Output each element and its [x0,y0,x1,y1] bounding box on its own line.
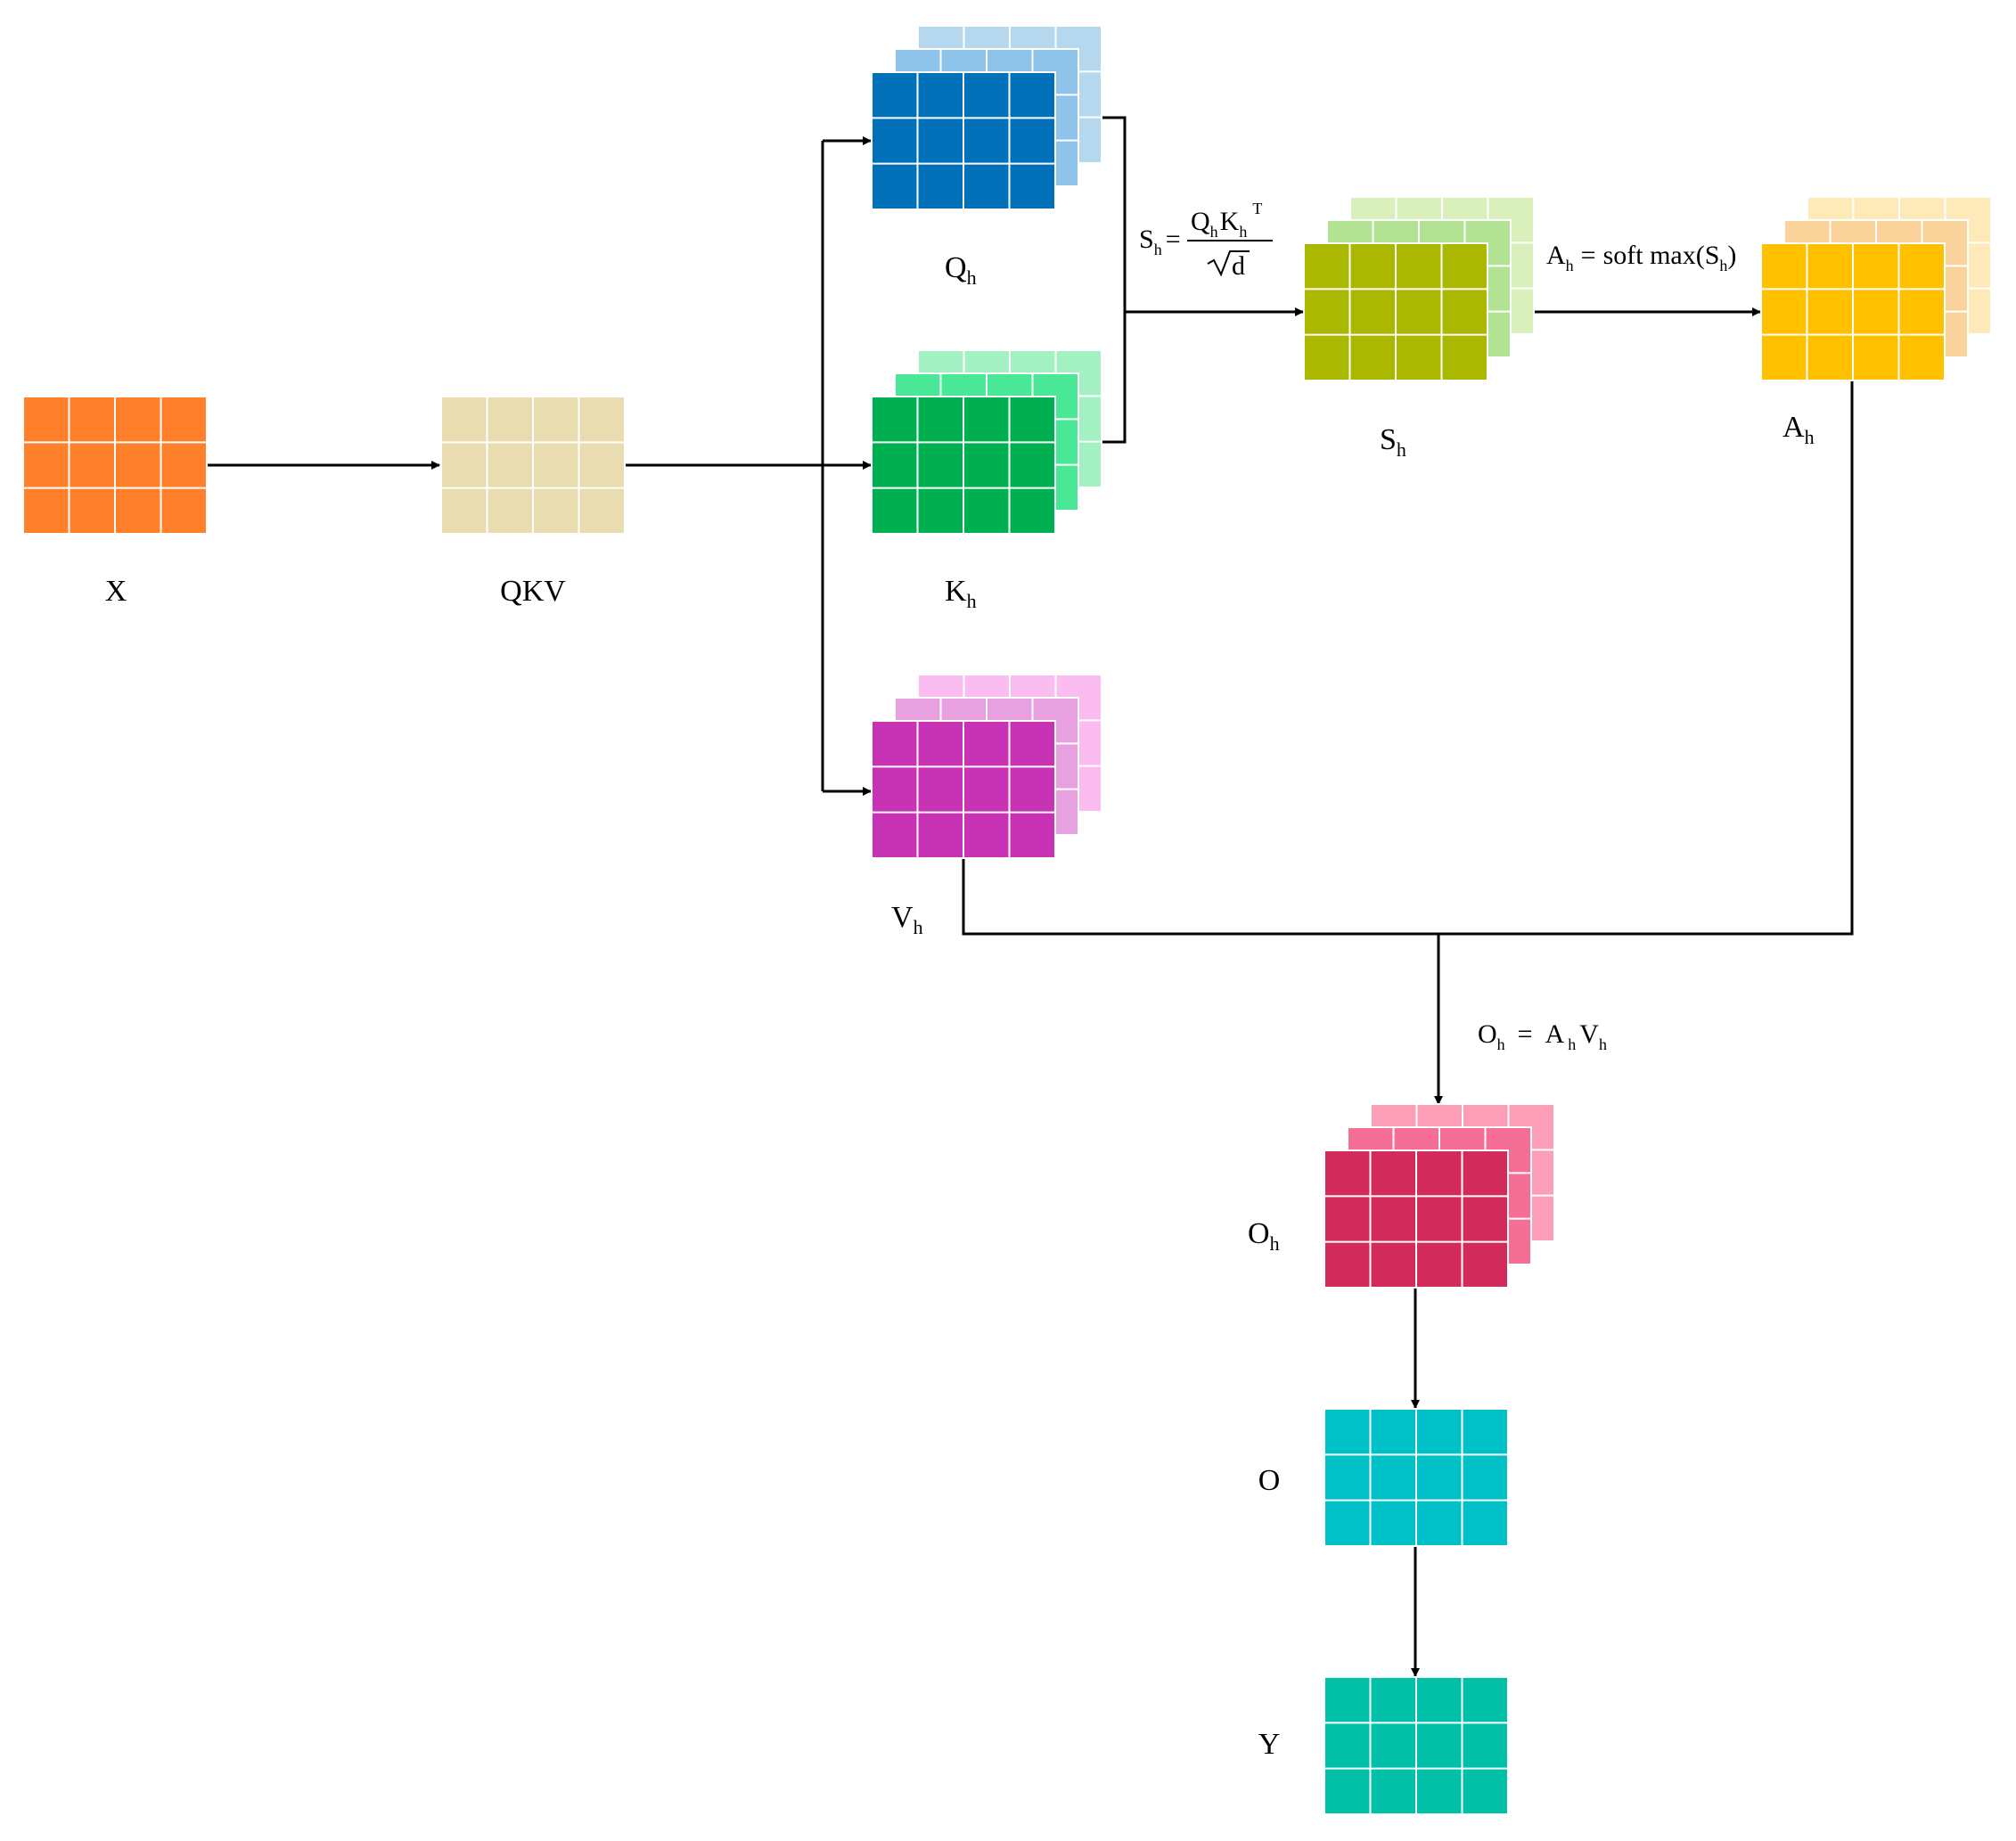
svg-text:d: d [1232,251,1245,281]
matrix-v-layer-1 [871,720,1056,859]
label-x: X [105,575,127,608]
svg-text:Ah=soft max(Sh): Ah=soft max(Sh) [1546,241,1736,274]
svg-text:Sh=: Sh= [1139,225,1181,258]
label-q: Qh [945,251,977,289]
label-a: Ah [1782,411,1815,448]
matrix-a-layer-1 [1760,242,1946,381]
sqrt-sign [1207,250,1250,277]
matrix-blocks [22,25,1992,1815]
label-s: Sh [1380,423,1406,461]
label-y: Y [1258,1728,1281,1761]
line-v-down [962,380,1854,936]
svg-text:QhKhT: QhKhT [1191,200,1262,241]
matrix-q-layer-1 [871,71,1056,210]
equation-score: Sh= QhKhT d [1139,200,1273,281]
matrix-qkv [440,396,626,535]
matrix-o [1324,1408,1509,1547]
matrix-s-layer-1 [1303,242,1488,381]
label-k: Kh [945,575,977,612]
matrix-y [1324,1676,1509,1815]
labels: X QKV Qh Kh Vh Sh Ah Oh O Y [105,251,1815,1761]
equation-softmax: Ah=soft max(Sh) [1546,241,1736,274]
matrix-oh-layer-1 [1324,1150,1509,1289]
connectors [207,116,1854,1677]
label-qkv: QKV [500,575,566,608]
matrix-k-layer-1 [871,396,1056,535]
label-v: Vh [891,901,923,938]
matrix-x [22,396,208,535]
label-o: O [1258,1464,1281,1497]
label-oh: Oh [1248,1217,1280,1255]
